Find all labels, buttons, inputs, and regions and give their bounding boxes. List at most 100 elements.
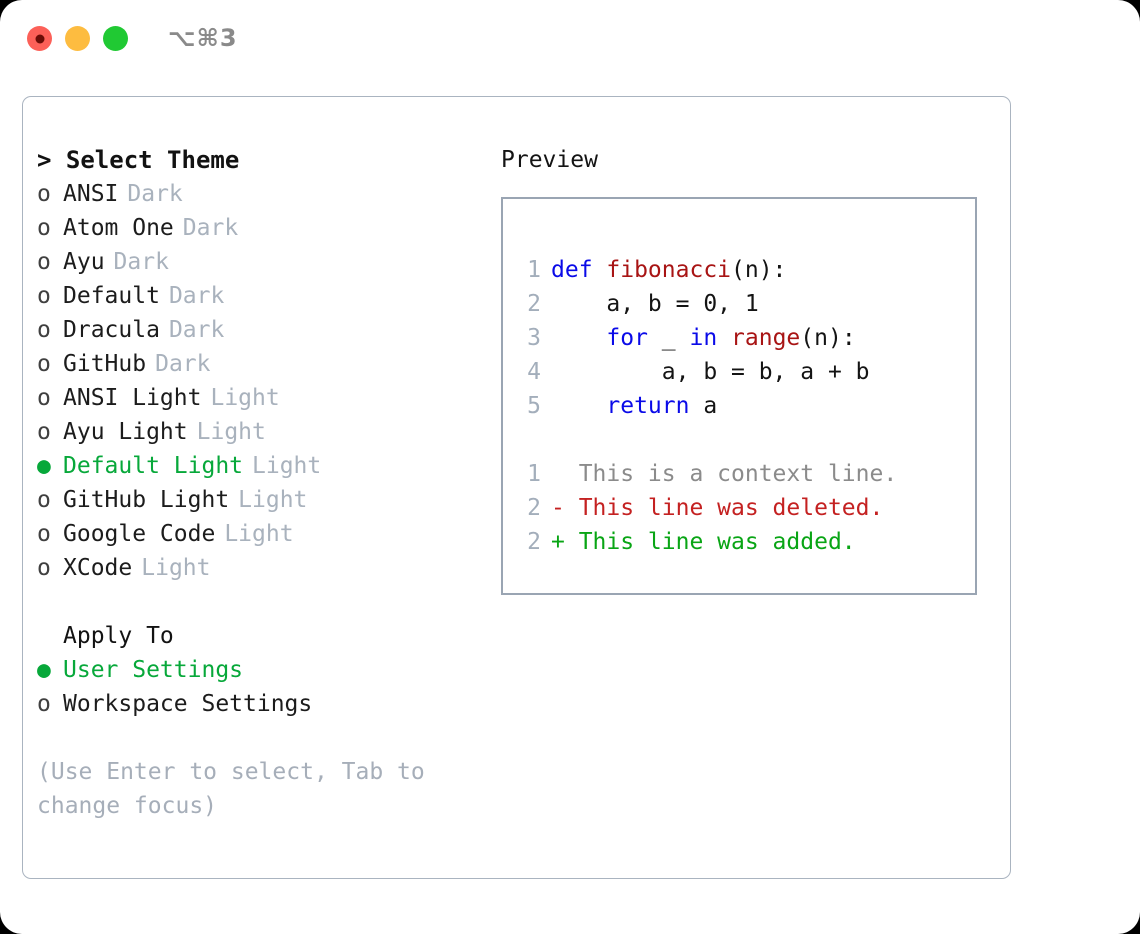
theme-mode-badge: Dark — [168, 317, 225, 343]
radio-unselected-icon: o — [37, 249, 51, 275]
theme-mode-badge: Light — [238, 487, 308, 513]
theme-option-label: Google Code — [63, 521, 216, 547]
line-number: 1 — [527, 257, 541, 283]
line-number: 3 — [527, 325, 541, 351]
code-token-def: (n): — [800, 325, 856, 351]
close-button[interactable] — [27, 26, 52, 51]
radio-unselected-icon: o — [37, 181, 51, 207]
code-token-fn: fibonacci — [606, 257, 732, 283]
theme-option-label: GitHub Light — [63, 487, 230, 513]
theme-option-label: Default — [63, 283, 160, 309]
theme-option-2[interactable]: o Ayu Dark — [37, 245, 497, 279]
theme-mode-badge: Dark — [155, 351, 211, 377]
keyboard-hint-text: (Use Enter to select, Tab to change focu… — [37, 759, 425, 819]
diff-line-ctx: 1 This is a context line. — [513, 457, 969, 491]
theme-option-label: Atom One — [63, 215, 174, 241]
traffic-lights — [27, 26, 128, 51]
theme-option-label: Ayu — [63, 249, 105, 275]
radio-unselected-icon: o — [37, 487, 51, 513]
select-theme-header: > Select Theme — [37, 146, 240, 174]
code-diff-gap — [513, 423, 969, 457]
line-number: 2 — [527, 291, 541, 317]
apply-to-option-0[interactable]: ● User Settings — [37, 653, 497, 687]
line-number: 2 — [527, 495, 541, 521]
theme-mode-badge: Light — [210, 385, 280, 411]
code-token-def: (n): — [731, 257, 787, 283]
code-line: 5 return a — [513, 389, 969, 423]
code-token-def: a, b = 0, 1 — [551, 291, 759, 317]
apply-to-header: Apply To — [63, 623, 174, 649]
line-number: 5 — [527, 393, 541, 419]
theme-mode-badge: Dark — [168, 283, 225, 309]
code-token-def — [551, 325, 606, 351]
code-token-kw: def — [551, 257, 607, 283]
code-token-def — [551, 393, 606, 419]
line-number: 4 — [527, 359, 541, 385]
radio-unselected-icon: o — [37, 419, 51, 445]
code-line: 2 a, b = 0, 1 — [513, 287, 969, 321]
radio-unselected-icon: o — [37, 351, 51, 377]
theme-option-label: GitHub — [63, 351, 147, 377]
apply-to-option-label: User Settings — [63, 657, 244, 683]
list-spacer — [37, 585, 497, 619]
theme-option-9[interactable]: o GitHub Light Light — [37, 483, 497, 517]
minimize-button[interactable] — [65, 26, 90, 51]
code-line: 3 for _ in range(n): — [513, 321, 969, 355]
radio-unselected-icon: o — [37, 283, 51, 309]
code-line: 1 def fibonacci(n): — [513, 253, 969, 287]
code-text: return a — [551, 389, 717, 423]
theme-option-label: XCode — [63, 555, 133, 581]
theme-option-10[interactable]: o Google Code Light — [37, 517, 497, 551]
radio-unselected-icon: o — [37, 691, 51, 717]
radio-unselected-icon: o — [37, 317, 51, 343]
theme-option-1[interactable]: o Atom One Dark — [37, 211, 497, 245]
code-token-def: _ — [647, 325, 690, 351]
theme-mode-badge: Dark — [113, 249, 169, 275]
radio-selected-icon: ● — [37, 657, 51, 683]
theme-mode-badge: Light — [196, 419, 266, 445]
theme-mode-badge: Light — [252, 453, 322, 479]
code-line: 4 a, b = b, a + b — [513, 355, 969, 389]
theme-option-4[interactable]: o Dracula Dark — [37, 313, 497, 347]
diff-text: + This line was added. — [551, 529, 856, 555]
preview-title: Preview — [501, 147, 598, 173]
keyboard-shortcut-label: ⌥⌘3 — [168, 24, 238, 52]
theme-option-3[interactable]: o Default Dark — [37, 279, 497, 313]
apply-to-option-label: Workspace Settings — [63, 691, 313, 717]
theme-mode-badge: Light — [224, 521, 294, 547]
diff-line-del: 2- This line was deleted. — [513, 491, 969, 525]
line-number: 1 — [527, 461, 541, 487]
apply-to-option-1[interactable]: o Workspace Settings — [37, 687, 497, 721]
theme-option-5[interactable]: o GitHub Dark — [37, 347, 497, 381]
radio-unselected-icon: o — [37, 521, 51, 547]
radio-unselected-icon: o — [37, 215, 51, 241]
code-token-kw: return — [606, 393, 690, 419]
code-token-fn: range — [731, 325, 801, 351]
theme-option-label: Ayu Light — [63, 419, 188, 445]
maximize-button[interactable] — [103, 26, 128, 51]
apply-to-list: ● User Settings o Workspace Settings — [37, 653, 497, 721]
code-text: def fibonacci(n): — [551, 253, 786, 287]
code-token-def: a, b = b, a + b — [551, 359, 870, 385]
theme-mode-badge: Dark — [182, 215, 239, 241]
radio-unselected-icon: o — [37, 385, 51, 411]
theme-option-label: Dracula — [63, 317, 160, 343]
code-token-kw: for — [606, 325, 648, 351]
theme-mode-badge: Dark — [127, 181, 183, 207]
title-bar: ⌥⌘3 — [0, 0, 1140, 78]
diff-line-add: 2+ This line was added. — [513, 525, 969, 559]
theme-option-7[interactable]: o Ayu Light Light — [37, 415, 497, 449]
diff-sample: 1 This is a context line.2- This line wa… — [513, 457, 969, 559]
code-token-kw: in — [689, 325, 732, 351]
